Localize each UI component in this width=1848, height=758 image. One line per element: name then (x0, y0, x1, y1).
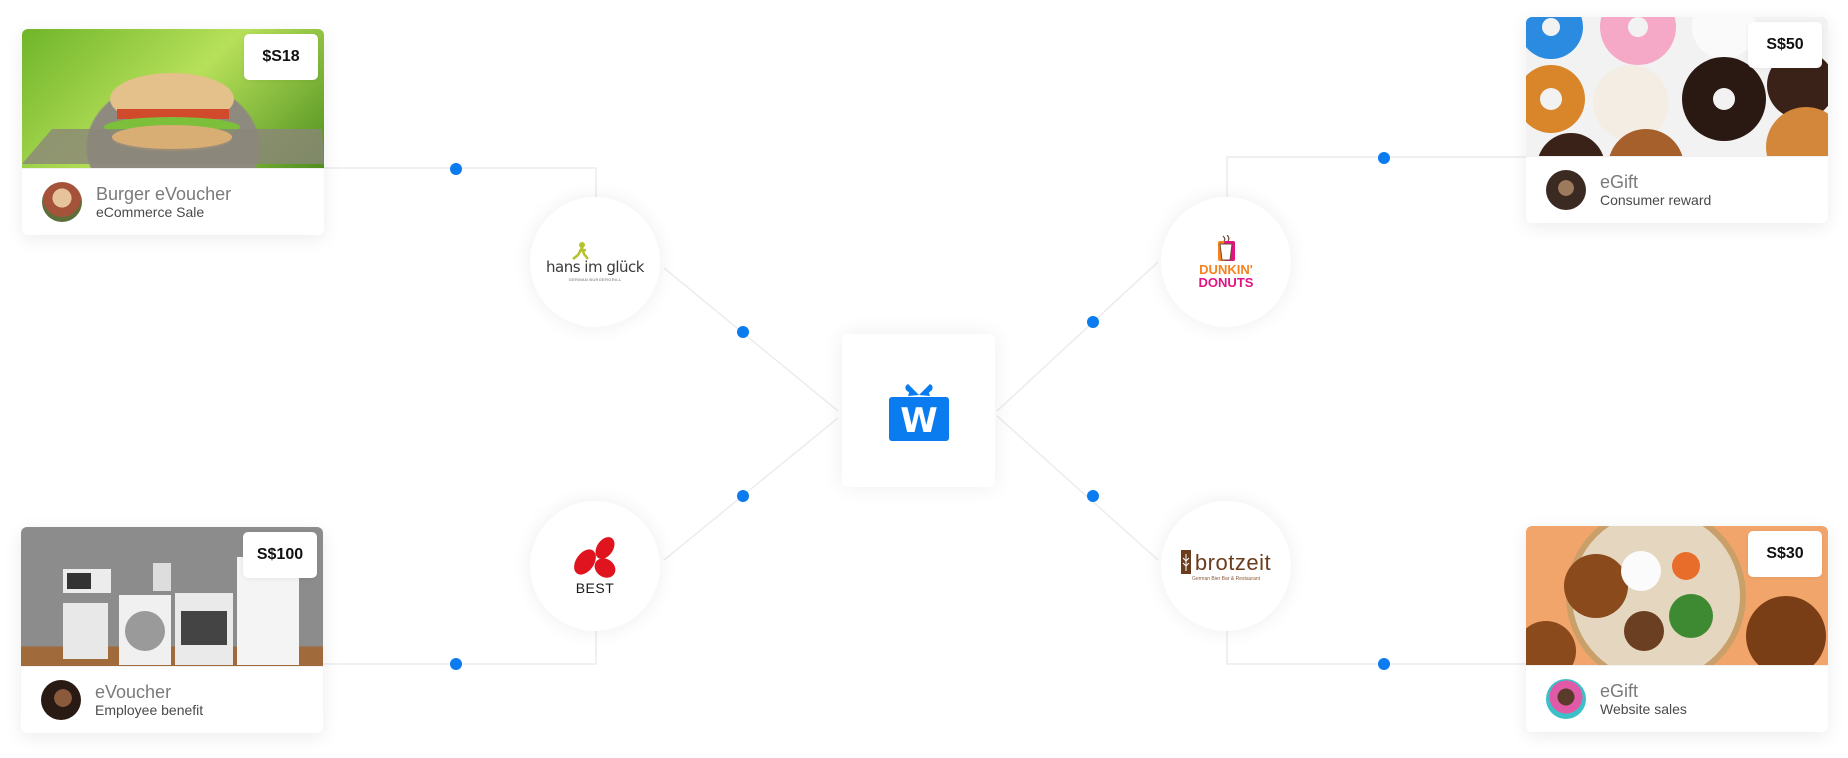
card-subtitle: eCommerce Sale (96, 204, 205, 220)
card-subtitle: Employee benefit (95, 702, 204, 718)
appliances-illustration (63, 557, 299, 665)
brand-name: BEST (575, 580, 615, 596)
brand-name-line2: DONUTS (1198, 275, 1254, 290)
card-title: eGift (1600, 681, 1639, 701)
connector-dot (1087, 316, 1099, 328)
brand-name-line1: DUNKIN' (1199, 262, 1253, 277)
connector-hans-center (663, 267, 839, 412)
avatar (1546, 679, 1586, 719)
connector-bottom-left (322, 631, 597, 665)
burger-illustration (22, 73, 324, 164)
pretzel-platter-photo: S$30 (1526, 526, 1828, 665)
donuts-illustration (1526, 17, 1828, 156)
voucher-card-donuts[interactable]: S$50 eGift Consumer reward (1526, 17, 1828, 223)
price-badge: S$30 (1748, 531, 1822, 577)
connector-top-left (324, 167, 597, 197)
avatar (1546, 170, 1586, 210)
brand-best[interactable]: BEST (530, 501, 660, 631)
voucher-card-burger[interactable]: $S18 Burger eVoucher eCommerce Sale (22, 29, 324, 235)
best-logo-icon (574, 537, 616, 578)
price-badge: S$50 (1748, 22, 1822, 68)
card-title: Burger eVoucher (96, 184, 232, 204)
coffee-cup-icon (1218, 235, 1235, 261)
price-badge: $S18 (244, 34, 318, 80)
card-title: eGift (1600, 172, 1639, 192)
connector-dot (450, 658, 462, 670)
brand-brotzeit[interactable]: brotzeit German Bier Bar & Restaurant (1161, 501, 1291, 631)
avatar (42, 182, 82, 222)
brand-tagline: GERMAN BURGERGRILL (568, 277, 622, 282)
voucher-card-pretzels[interactable]: S$30 eGift Website sales (1526, 526, 1828, 732)
connector-dot (1378, 152, 1390, 164)
avatar (41, 680, 81, 720)
connector-dunkin-center (996, 261, 1159, 412)
burger-photo: $S18 (22, 29, 324, 168)
voucher-card-appliances[interactable]: S$100 eVoucher Employee benefit (21, 527, 323, 733)
connector-dot (737, 326, 749, 338)
gift-w-logo-icon: W (888, 383, 949, 441)
connector-top-right (1226, 156, 1526, 197)
card-subtitle: Consumer reward (1600, 192, 1712, 208)
logo-letter: W (900, 401, 938, 441)
connector-dot (1378, 658, 1390, 670)
connector-dot (737, 490, 749, 502)
connector-bottom-right (1226, 631, 1526, 665)
connector-brotzeit-center (996, 415, 1159, 561)
wheat-icon (1180, 550, 1191, 574)
brand-name: hans im glück (546, 258, 644, 276)
card-title: eVoucher (95, 682, 172, 702)
card-subtitle: Website sales (1600, 701, 1687, 717)
brand-dunkin-donuts[interactable]: DUNKIN' DONUTS (1161, 197, 1291, 327)
connector-dot (450, 163, 462, 175)
pretzel-illustration (1526, 526, 1826, 665)
connector-dot (1087, 490, 1099, 502)
brand-name: brotzeit (1194, 550, 1272, 575)
connector-best-center (663, 417, 839, 561)
brand-tagline: German Bier Bar & Restaurant (1191, 576, 1261, 582)
walking-figure-icon (572, 242, 589, 260)
price-badge: S$100 (243, 532, 317, 578)
center-platform-logo[interactable]: W (842, 334, 995, 487)
donuts-photo: S$50 (1526, 17, 1828, 156)
appliances-photo: S$100 (21, 527, 323, 666)
brand-hans-im-glueck[interactable]: hans im glück GERMAN BURGERGRILL (530, 197, 660, 327)
